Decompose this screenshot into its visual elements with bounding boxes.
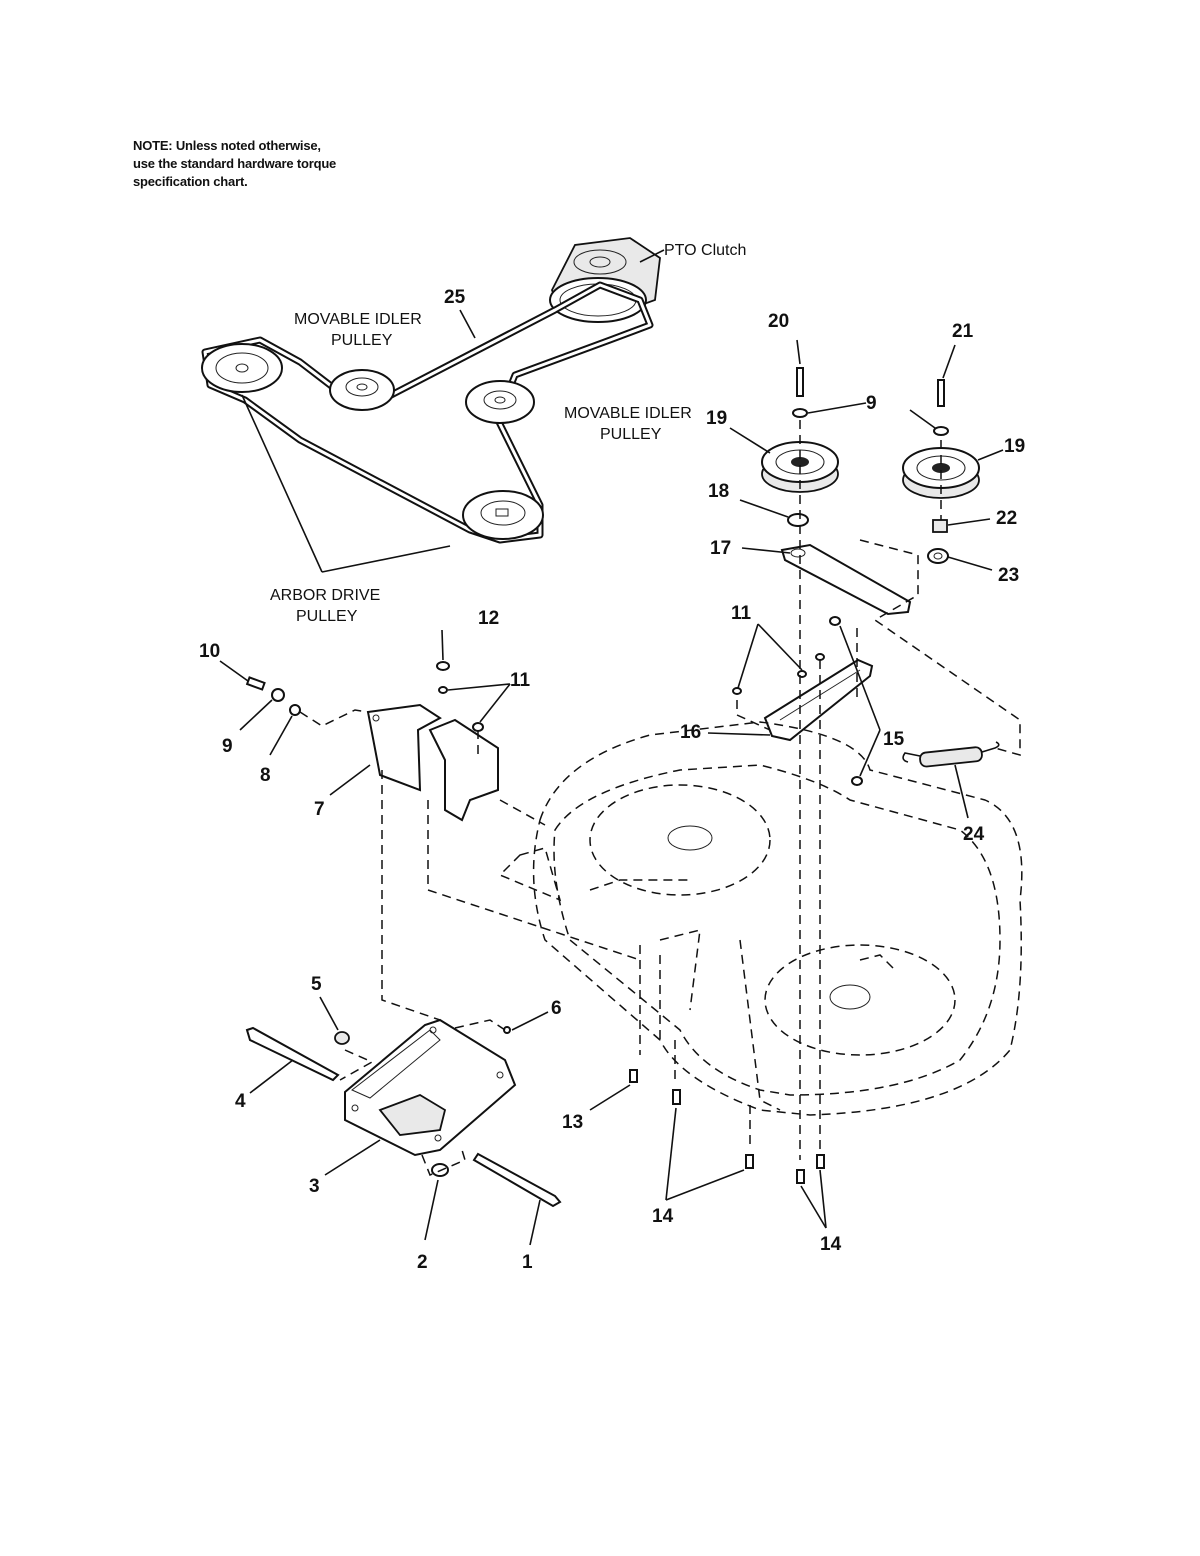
torque-note: NOTE: Unless noted otherwise, use the st…: [133, 137, 453, 191]
callout-9-right: 9: [866, 393, 877, 414]
callout-18: 18: [708, 481, 729, 502]
callout-22: 22: [996, 508, 1017, 529]
callout-4: 4: [235, 1091, 246, 1112]
movable-idler-pulley-2-drawing: [465, 380, 535, 424]
callout-11-right: 11: [731, 603, 752, 624]
caption-movable-idler-1-line1: MOVABLE IDLER: [294, 311, 422, 328]
caption-movable-idler-1-line2: PULLEY: [331, 332, 393, 349]
caption-arbor-line2: PULLEY: [296, 608, 358, 625]
callout-16: 16: [680, 722, 701, 743]
callout-13: 13: [562, 1112, 583, 1133]
hanger-bracket-3-drawing: [344, 1018, 517, 1157]
callout-14-right: 14: [820, 1234, 842, 1255]
mower-deck-drawing: [498, 721, 1023, 1150]
bolt-20-drawing: [796, 367, 804, 397]
hanger-assembly: [245, 1018, 562, 1208]
callout-6: 6: [551, 998, 562, 1019]
callout-23: 23: [998, 565, 1019, 586]
note-line-1: NOTE: Unless noted otherwise,: [133, 138, 321, 153]
spring-24-drawing: [902, 741, 1000, 768]
callout-2: 2: [417, 1252, 428, 1273]
caption-pto-clutch: PTO Clutch: [664, 242, 746, 259]
leader-lines: [219, 339, 1004, 1246]
note-line-3: specification chart.: [133, 174, 248, 189]
callout-3: 3: [309, 1176, 320, 1197]
callout-5: 5: [311, 974, 322, 995]
caption-movable-idler-2-line1: MOVABLE IDLER: [564, 405, 692, 422]
arbor-pulley-left-drawing: [201, 343, 283, 393]
shield-assembly: [245, 661, 641, 1021]
callout-10: 10: [199, 641, 220, 662]
callout-19-left: 19: [706, 408, 727, 429]
callout-7: 7: [314, 799, 325, 820]
idler-assembly: [732, 367, 1021, 1160]
callout-1: 1: [522, 1252, 533, 1273]
belt-captions: PTO Clutch MOVABLE IDLER PULLEY MOVABLE …: [241, 242, 746, 625]
bolt-21-drawing: [937, 379, 945, 407]
callout-20: 20: [768, 311, 789, 332]
callout-25: 25: [444, 287, 466, 308]
caption-arbor-line1: ARBOR DRIVE: [270, 587, 380, 604]
callout-12: 12: [478, 608, 499, 629]
movable-idler-pulley-1-drawing: [329, 369, 395, 411]
belt-system: [201, 237, 661, 544]
deck-bolts: [629, 1069, 825, 1184]
idler-bracket-16-drawing: [763, 658, 874, 742]
callout-24: 24: [963, 824, 985, 845]
callout-15: 15: [883, 729, 905, 750]
callout-11-left: 11: [510, 670, 531, 691]
shield-7-drawing: [366, 703, 442, 792]
idler-arm-17-drawing: [780, 543, 912, 616]
callout-19-right: 19: [1004, 436, 1025, 457]
callout-numbers: 25 20 21 9 19 19 18 22 17 23 11 12 10 11…: [199, 287, 1025, 1273]
caption-movable-idler-2-line2: PULLEY: [600, 426, 662, 443]
arbor-pulley-bottom-drawing: [462, 490, 544, 540]
callout-17: 17: [710, 538, 731, 559]
callout-14-left: 14: [652, 1206, 674, 1227]
callout-8: 8: [260, 765, 271, 786]
note-line-2: use the standard hardware torque: [133, 156, 337, 171]
callout-21: 21: [952, 321, 974, 342]
callout-9-left: 9: [222, 736, 233, 757]
